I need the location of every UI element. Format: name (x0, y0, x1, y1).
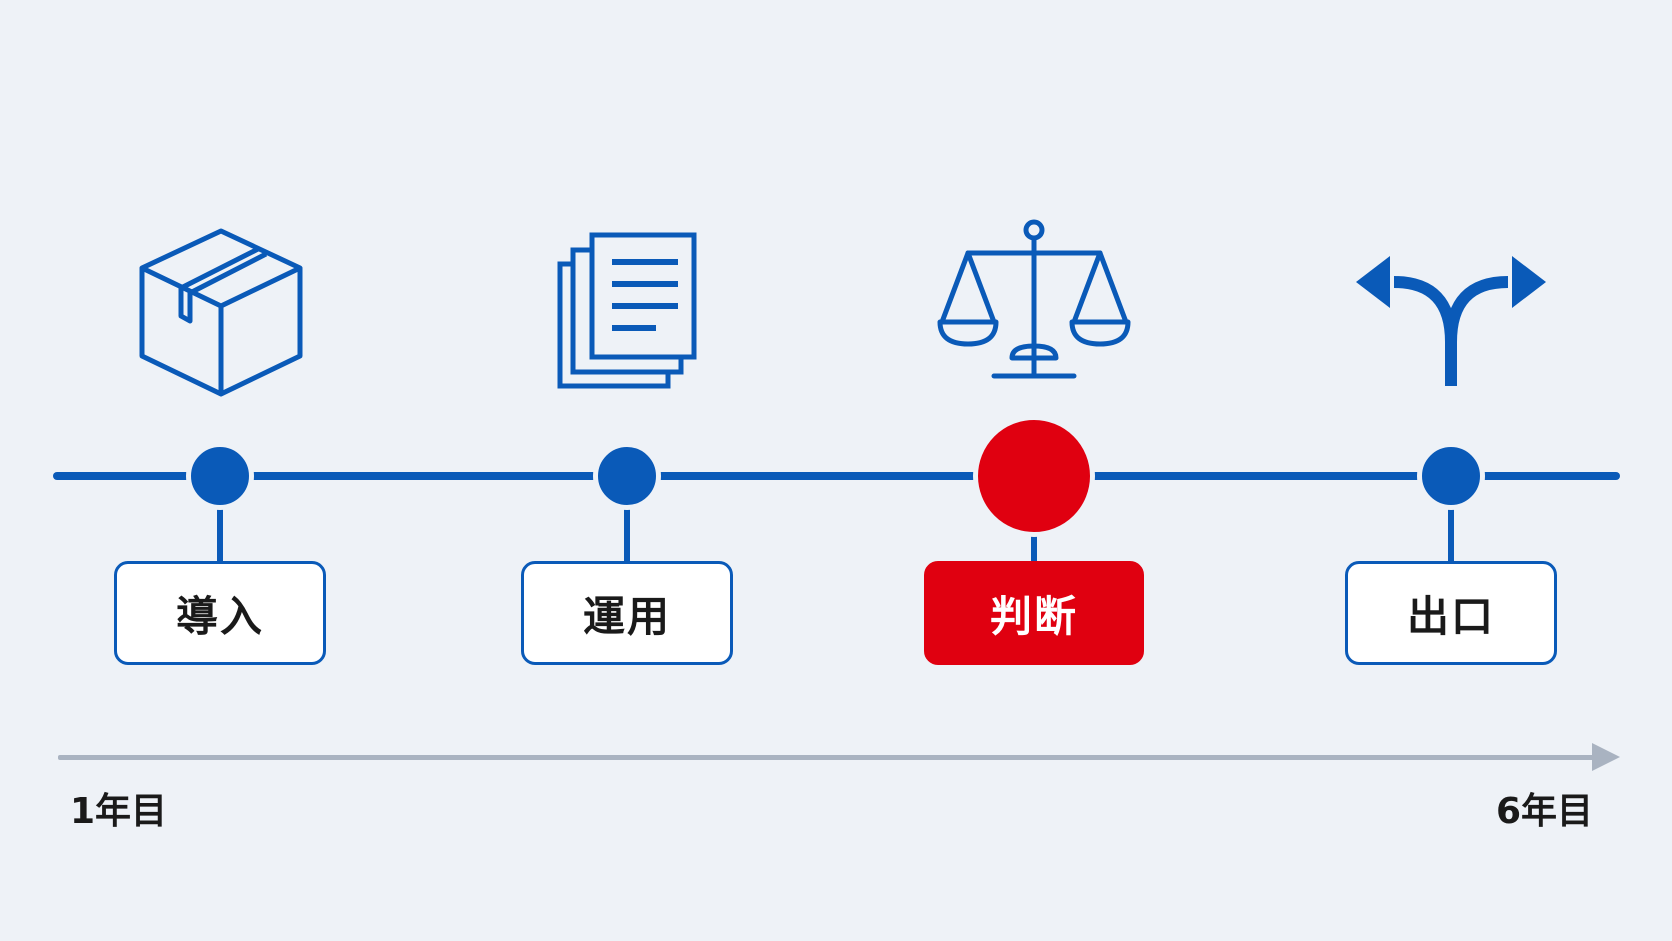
fork-arrow-icon (1356, 256, 1546, 386)
timeline-node-2 (593, 442, 661, 510)
documents-icon (557, 232, 697, 389)
timeline-line (53, 472, 1620, 480)
timeline-node-3-highlight (973, 415, 1095, 537)
arrow-right-icon (1592, 743, 1620, 771)
timeline-node-4 (1417, 442, 1485, 510)
stage-connector (624, 500, 630, 562)
box-icon (139, 228, 303, 397)
stage-label-exit: 出口 (1345, 561, 1557, 665)
stage-label-introduction: 導入 (114, 561, 326, 665)
time-axis-line (58, 755, 1598, 760)
axis-end-label: 6年目 (1496, 791, 1594, 832)
stage-connector (1448, 500, 1454, 562)
stage-label-operation: 運用 (521, 561, 733, 665)
stage-connector (1031, 530, 1037, 562)
axis-start-label: 1年目 (70, 791, 168, 832)
stage-connector (217, 500, 223, 562)
stage-label-decision: 判断 (924, 561, 1144, 665)
timeline-node-1 (186, 442, 254, 510)
scales-icon (937, 219, 1131, 379)
